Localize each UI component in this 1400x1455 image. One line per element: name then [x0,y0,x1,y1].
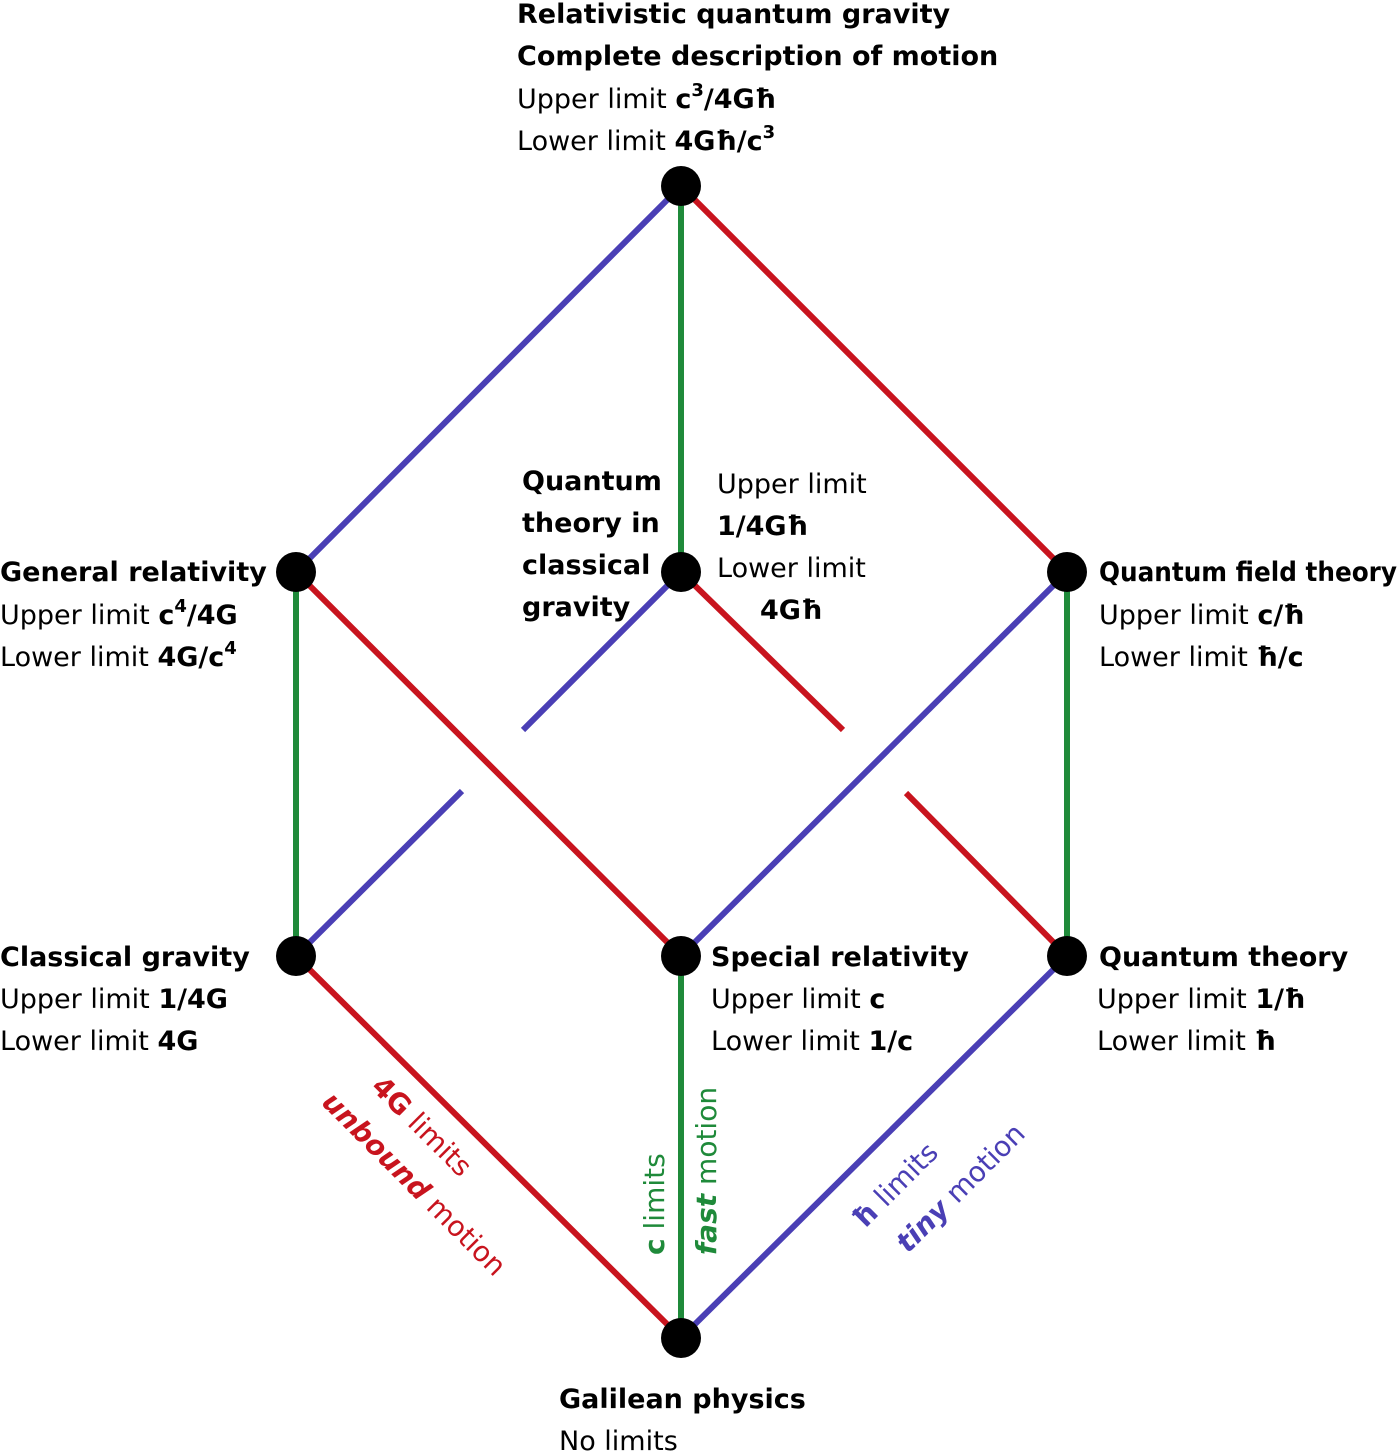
label-upper-limit: Upper limit c3/4Għ [517,80,776,115]
label-upper-limit: Upper limit c4/4G [0,596,238,631]
edge-general-relativity-to-special-relativity [293,569,684,959]
label-title: Special relativity [711,942,969,973]
label-title: Quantum field theory [1099,557,1397,588]
label-title: Classical gravity [0,942,250,973]
edge-quantum-classical-gravity-to-classical-gravity-part2 [293,788,465,959]
label-quantum-classical-gravity: Quantum theory in classical gravity Uppe… [522,466,867,626]
node-quantum-classical-gravity [661,552,701,592]
label-upper-limit: Upper limit c/ħ [1099,600,1305,631]
label-title-line-3: classical [522,550,650,581]
label-subtitle: Complete description of motion [517,41,998,72]
label-upper-limit: Upper limit c [711,984,885,1015]
label-upper-limit-value: 1/4Għ [717,511,808,542]
edge-top-to-quantum-field-theory [678,183,1070,575]
node-quantum-theory [1047,936,1087,976]
node-special-relativity [661,936,701,976]
nodes [276,166,1087,1358]
edge-labels: 4G limits unbound motion c limits fast m… [316,1070,1032,1283]
edge-quantum-classical-gravity-to-quantum-theory-part2 [903,790,1070,959]
edge-label-hbar: ħ limits tiny motion [846,1117,1032,1259]
edge-label-c: c limits fast motion [638,1087,723,1255]
edge-quantum-theory-to-galilean [678,953,1070,1341]
label-special-relativity: Special relativity Upper limit c Lower l… [711,942,969,1057]
node-quantum-field-theory [1047,552,1087,592]
label-title-line-2: theory in [522,508,660,539]
label-general-relativity: General relativity Upper limit c4/4G Low… [0,557,267,673]
label-lower-limit: Lower limit 4G/c4 [0,638,237,673]
label-lower-limit: Lower limit 4G [0,1026,198,1057]
label-upper-limit: Upper limit 1/ħ [1097,984,1305,1015]
edge-classical-gravity-to-galilean [293,953,684,1341]
edge-label-line-1: c limits [638,1153,671,1255]
edges [293,183,1070,1341]
label-title-line-4: gravity [522,592,631,623]
label-classical-gravity: Classical gravity Upper limit 1/4G Lower… [0,942,250,1057]
label-lower-limit-prefix: Lower limit [717,553,866,584]
node-classical-gravity [276,936,316,976]
node-relativistic-quantum-gravity [661,166,701,206]
label-lower-limit: Lower limit ħ [1097,1026,1276,1057]
label-title: Relativistic quantum gravity [517,0,951,30]
label-title: Quantum theory [1099,942,1349,973]
label-title: Galilean physics [559,1384,806,1415]
label-galilean-physics: Galilean physics No limits [559,1384,806,1455]
label-upper-limit-prefix: Upper limit [717,469,867,500]
label-relativistic-quantum-gravity: Relativistic quantum gravity Complete de… [517,0,998,157]
label-lower-limit-value: 4Għ [760,595,822,626]
label-title: General relativity [0,557,267,588]
node-galilean-physics [661,1318,701,1358]
label-quantum-theory: Quantum theory Upper limit 1/ħ Lower lim… [1097,942,1349,1057]
label-subtitle: No limits [559,1426,678,1455]
label-title-line-1: Quantum [522,466,662,497]
edge-quantum-classical-gravity-to-classical-gravity-part1 [520,569,684,733]
label-upper-limit: Upper limit 1/4G [0,984,228,1015]
label-quantum-field-theory: Quantum field theory Upper limit c/ħ Low… [1099,557,1397,673]
edge-top-to-general-relativity [293,183,684,575]
edge-label-line-2: fast motion [690,1087,723,1255]
label-lower-limit: Lower limit 1/c [711,1026,913,1057]
edge-quantum-field-theory-to-special-relativity [678,569,1070,959]
label-lower-limit: Lower limit 4Għ/c3 [517,122,775,157]
node-general-relativity [276,552,316,592]
edge-quantum-classical-gravity-to-quantum-theory-part1 [678,569,846,733]
label-lower-limit: Lower limit ħ/c [1099,642,1304,673]
